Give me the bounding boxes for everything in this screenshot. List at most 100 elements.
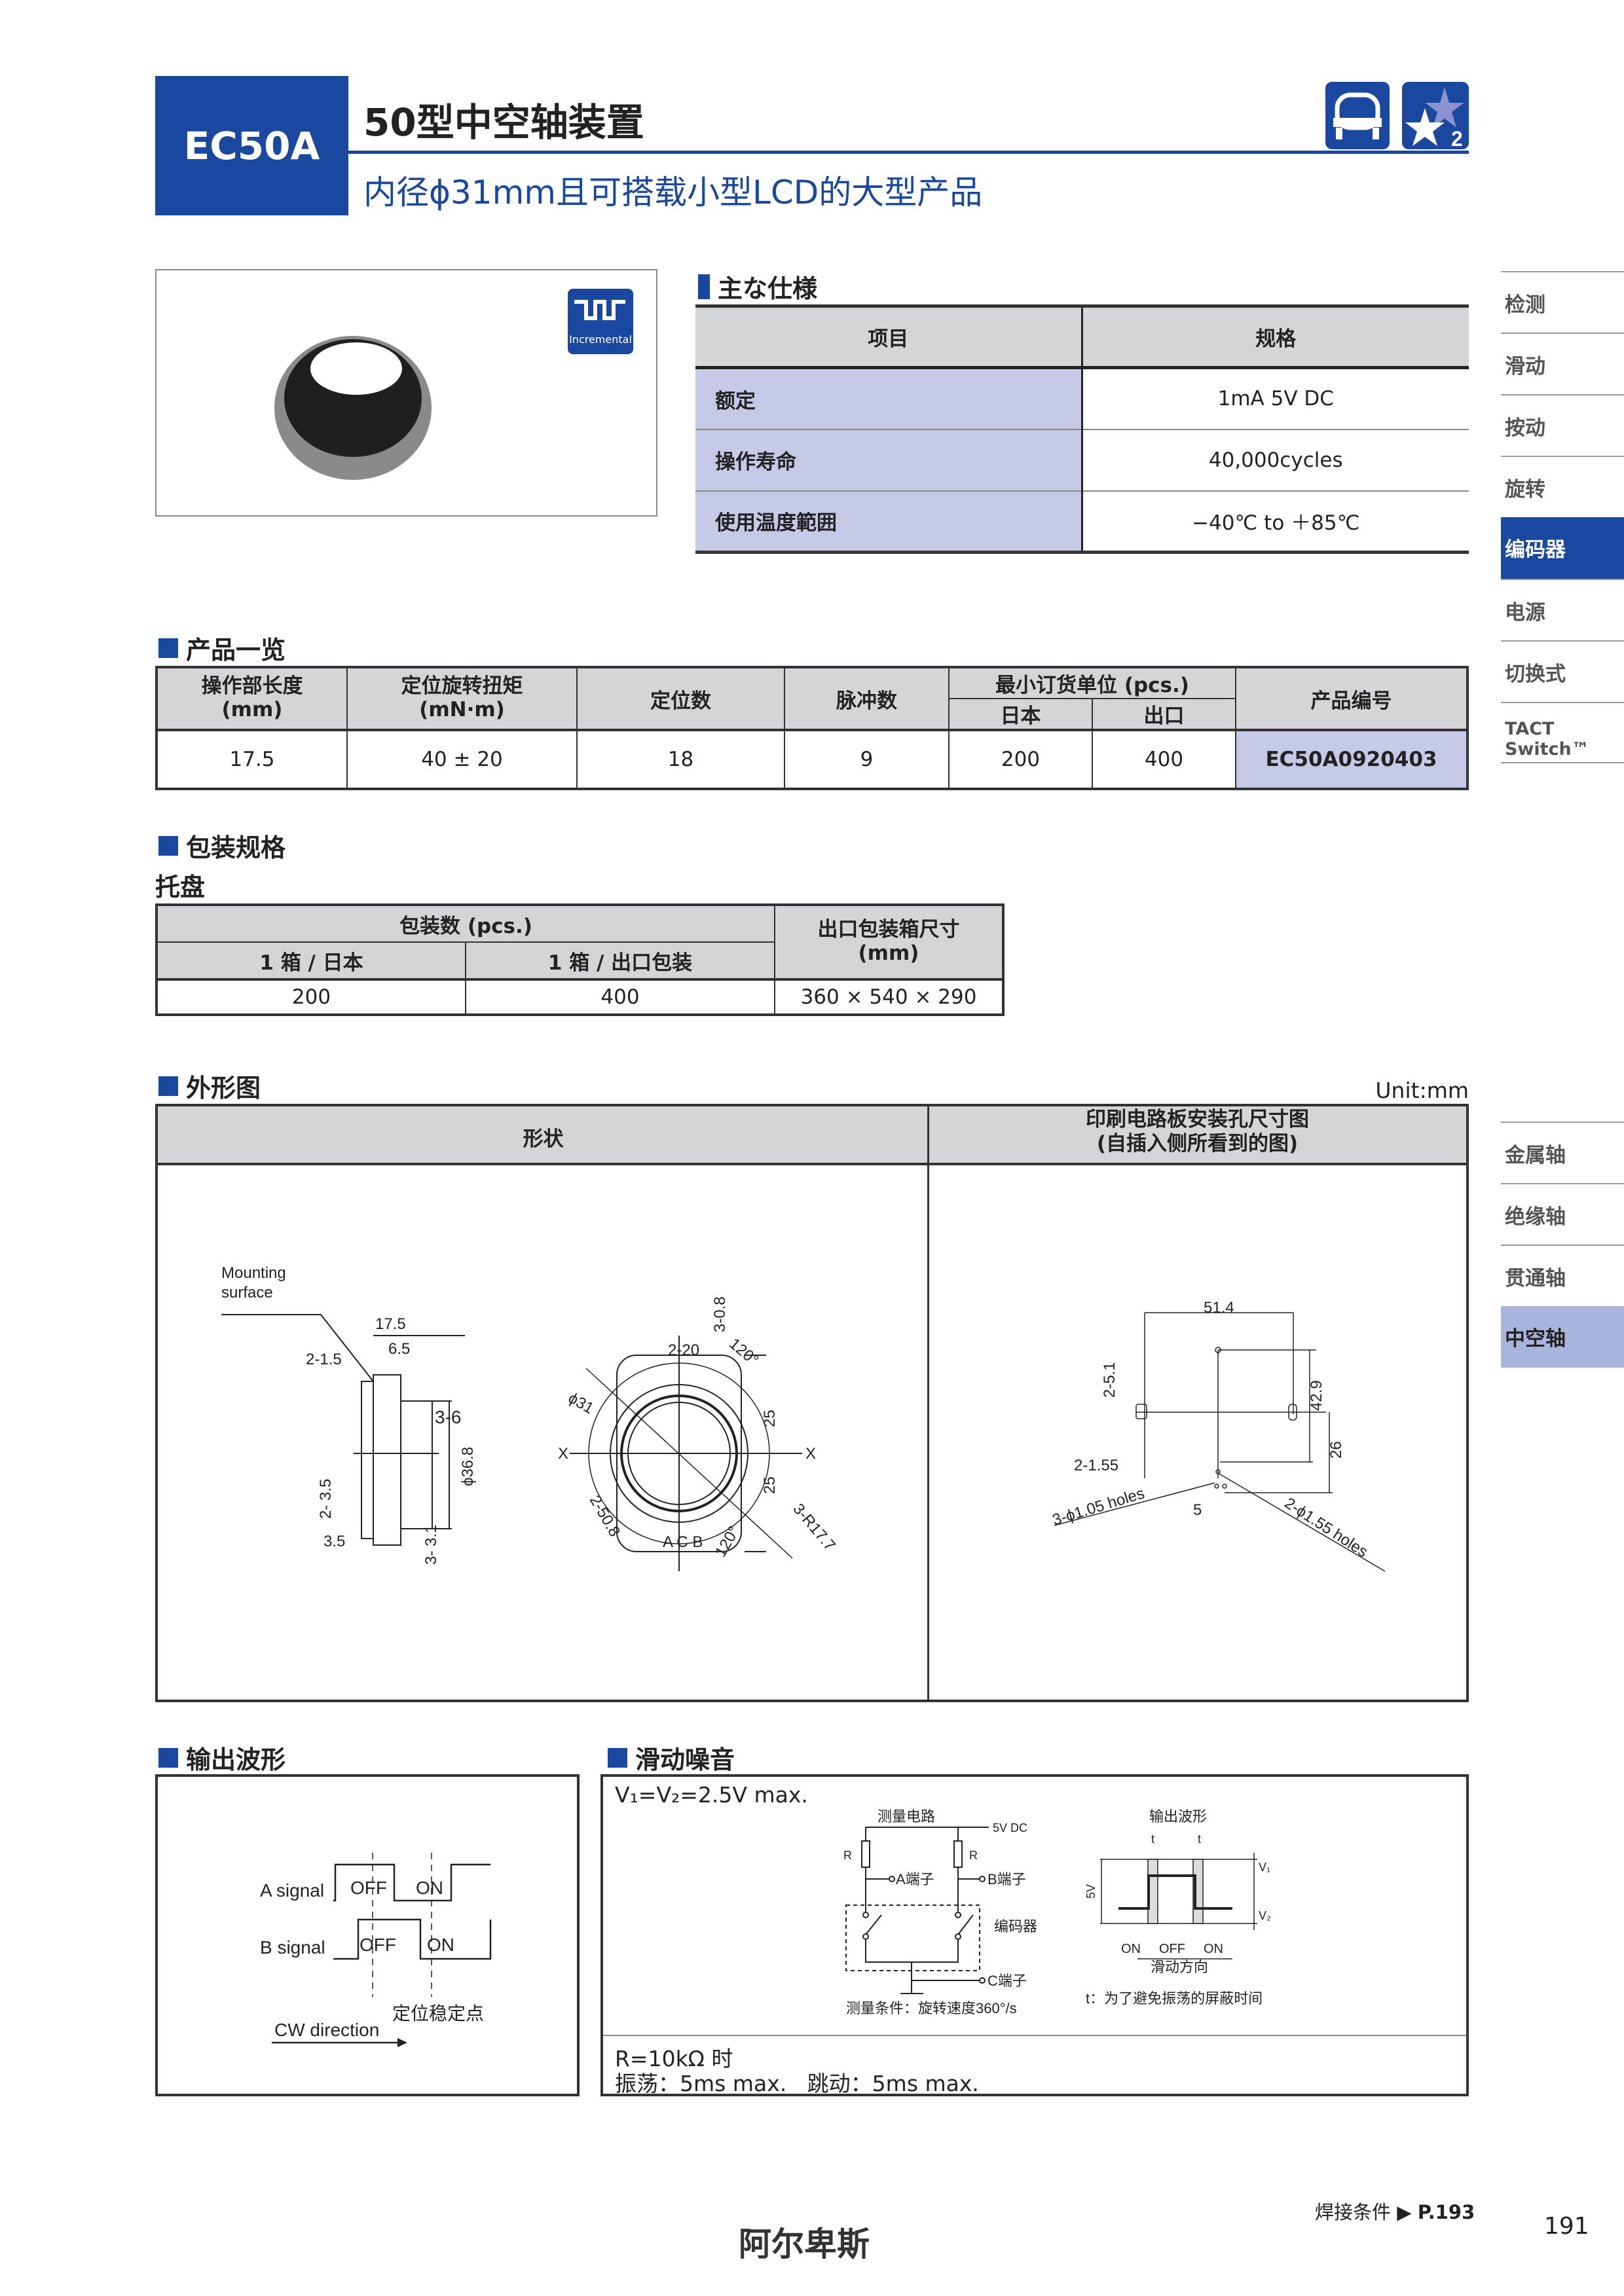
incremental-label: Incremental [569, 333, 632, 346]
sidebar-item-through-shaft[interactable]: 贯通轴 [1501, 1245, 1624, 1306]
spec-value: −40℃ to ＋85℃ [1192, 511, 1360, 536]
label-a-on: ON [416, 1878, 443, 1898]
heading-square [158, 835, 178, 856]
title-rule [348, 151, 1469, 154]
heading-square [158, 1747, 178, 1768]
sidebar-item-tact[interactable]: TACT Switch™ [1501, 702, 1624, 763]
product-photo [274, 336, 432, 480]
noise-heading: 滑动噪音 [608, 1740, 735, 1776]
sidebar-item-power[interactable]: 电源 [1501, 579, 1624, 640]
outline-header: 形状 印刷电路板安装孔尺寸图 (自插入侧所看到的图) [158, 1106, 1466, 1165]
product-image-box: Incremental [155, 269, 657, 517]
pulse-wave-icon [574, 300, 625, 320]
waveform-diagram: A signal OFF ON B signal OFF ON 定位稳定点 CW… [260, 1853, 492, 2047]
specs-col-item: 项目 [695, 306, 1083, 368]
products-heading: 产品一览 [158, 630, 286, 666]
solder-label: 焊接条件 [1315, 2201, 1392, 2223]
col-qty: 包装数 (pcs.) [157, 905, 775, 943]
heading-square [608, 1747, 627, 1768]
sidebar-item-detect[interactable]: 检测 [1501, 271, 1624, 333]
specs-heading: 主な仕様 [698, 268, 817, 304]
voltage-max: V₁=V₂=2.5V max. [615, 1782, 808, 1808]
solder-page-ref[interactable]: P.193 [1417, 2201, 1475, 2223]
sidebar-item-insulated-shaft[interactable]: 绝缘轴 [1501, 1183, 1624, 1245]
solder-ref-link[interactable]: 焊接条件 ▶ P.193 [1315, 2197, 1475, 2225]
packaging-heading: 包装规格 [158, 828, 286, 864]
sidebar-item-encoder[interactable]: 编码器 [1501, 517, 1624, 579]
arrow-right-icon [397, 2038, 407, 2047]
products-heading-text: 产品一览 [186, 636, 286, 665]
col-pcb: 印刷电路板安装孔尺寸图 (自插入侧所看到的图) [1086, 1108, 1309, 1156]
specs-heading-text: 主な仕様 [718, 274, 818, 303]
col-min-order: 最小订货单位 (pcs.) [949, 667, 1236, 699]
noise-box [600, 1774, 1469, 2096]
col-box-japan: 1 箱 / 日本 [157, 942, 466, 979]
cell-japan: 200 [157, 979, 466, 1015]
label-b-on: ON [427, 1935, 454, 1955]
cell-part-no: EC50A0920403 [1236, 730, 1467, 789]
star-2-icon: 2 [1402, 82, 1469, 151]
sidebar-item-hollow-shaft[interactable]: 中空轴 [1501, 1306, 1624, 1368]
spec-value: 40,000cycles [1208, 448, 1343, 472]
col-box-size: 出口包装箱尺寸 (mm) [817, 918, 960, 965]
star-badge-number: 2 [1451, 127, 1463, 149]
cell-pulses: 9 [784, 730, 950, 789]
label-b-signal: B signal [260, 1937, 325, 1958]
noise-divider [603, 2035, 1466, 2036]
brand-logo: 阿尔卑斯 [739, 2225, 870, 2263]
waveform-heading-text: 输出波形 [186, 1745, 286, 1774]
cell-size: 360 × 540 × 290 [800, 985, 977, 1009]
page-title: 50型中空轴装置 [363, 100, 644, 145]
model-badge: EC50A [155, 76, 348, 215]
heading-square [158, 638, 178, 658]
noise-heading-text: 滑动噪音 [635, 1745, 735, 1774]
outline-heading: 外形图 [158, 1068, 261, 1104]
col-pulses: 脉冲数 [784, 667, 950, 730]
cell-detents: 18 [577, 730, 785, 789]
col-part-no: 产品编号 [1310, 689, 1392, 713]
col-shape: 形状 [523, 1127, 564, 1151]
label-a-signal: A signal [260, 1880, 324, 1901]
cell-export: 400 [1092, 730, 1236, 789]
label-a-off: OFF [350, 1878, 387, 1898]
car-icon [1325, 82, 1390, 149]
chatter-bounce-spec: 振荡：5ms max. 跳动：5ms max. [615, 2071, 979, 2096]
cell-export: 400 [466, 979, 775, 1015]
specs-col-spec: 规格 [1255, 327, 1297, 351]
waveform-box [155, 1774, 580, 2096]
col-detents: 定位数 [577, 667, 785, 730]
outline-box [155, 1104, 1469, 1702]
resistance-condition: R=10kΩ 时 [615, 2046, 733, 2071]
outline-divider [927, 1106, 929, 1700]
col-japan: 日本 [949, 699, 1093, 730]
cell-japan: 200 [949, 730, 1093, 789]
products-table: 操作部长度 (mm) 定位旋转扭矩 (mN·m) 定位数 脉冲数 最小订货单位 … [155, 666, 1469, 790]
col-torque: 定位旋转扭矩 (mN·m) [347, 667, 578, 730]
col-length: 操作部长度 (mm) [157, 667, 348, 730]
incremental-badge: Incremental [568, 289, 633, 354]
waveform-heading: 输出波形 [158, 1740, 286, 1776]
heading-square [698, 274, 710, 299]
model-name: EC50A [183, 123, 320, 168]
unit-label: Unit:mm [1375, 1078, 1469, 1103]
label-cw-direction: CW direction [274, 2020, 379, 2040]
sidebar-item-rotary[interactable]: 旋转 [1501, 456, 1624, 517]
sidebar-item-push[interactable]: 按动 [1501, 394, 1624, 456]
page-number: 191 [1544, 2213, 1589, 2240]
spec-value: 1mA 5V DC [1217, 387, 1334, 411]
sidebar-item-switching[interactable]: 切换式 [1501, 640, 1624, 702]
outline-heading-text: 外形图 [186, 1074, 261, 1102]
spec-item: 使用温度範囲 [695, 490, 1083, 553]
cell-torque: 40 ± 20 [347, 730, 578, 789]
col-export: 出口 [1092, 699, 1236, 730]
packaging-tray-label: 托盘 [155, 873, 206, 902]
page-subtitle: 内径ϕ31mm且可搭载小型LCD的大型产品 [363, 173, 983, 211]
label-detent-point: 定位稳定点 [392, 2003, 484, 2024]
sidebar-item-slide[interactable]: 滑动 [1501, 333, 1624, 394]
sidebar-item-metal-shaft[interactable]: 金属轴 [1501, 1121, 1624, 1183]
spec-item: 操作寿命 [695, 429, 1083, 491]
packaging-heading-text: 包装规格 [186, 833, 286, 862]
